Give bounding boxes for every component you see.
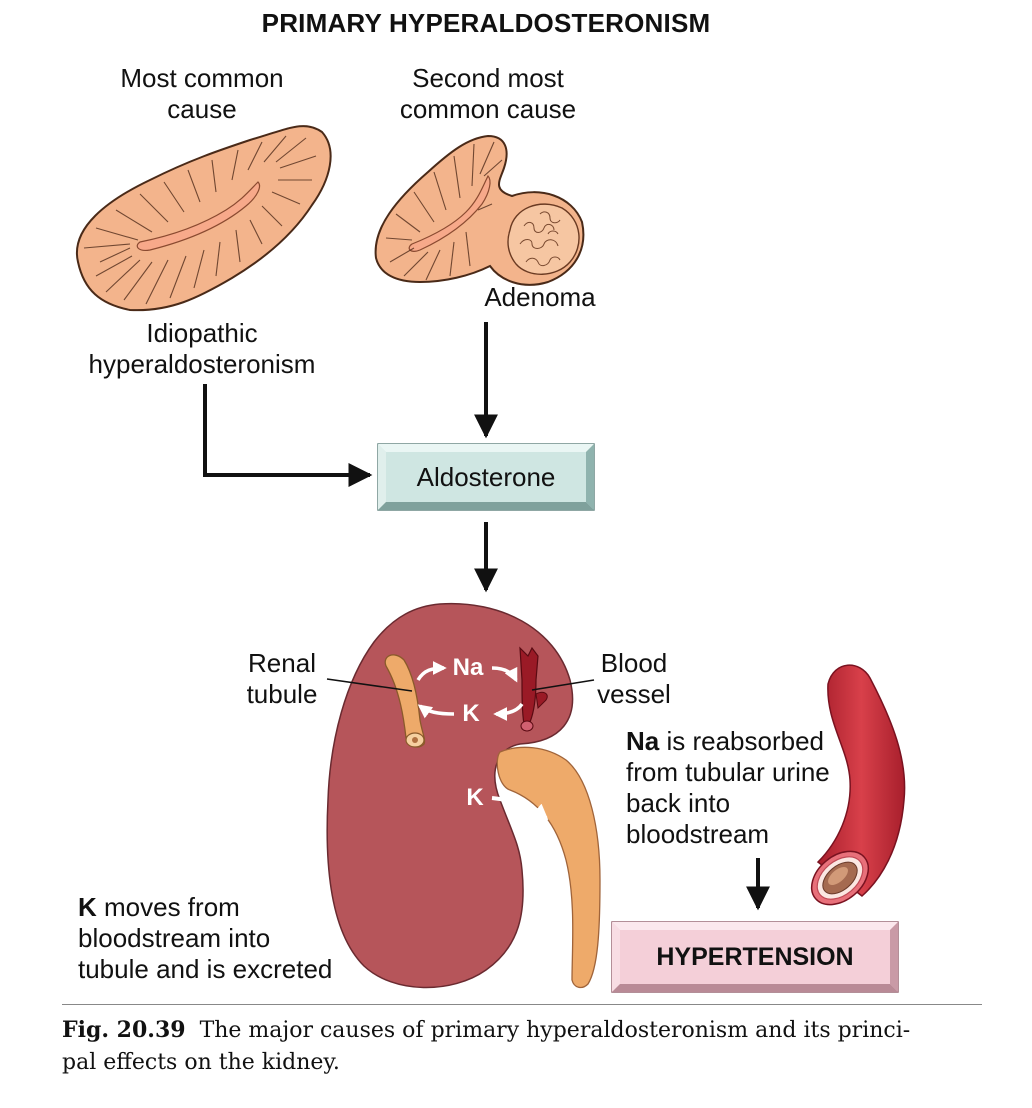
caption-line1: Fig. 20.39 The major causes of primary h… — [62, 1014, 982, 1047]
idiopathic-label-line2: hyperaldosteronism — [88, 349, 316, 379]
aldosterone-box: Aldosterone — [416, 461, 556, 492]
renal-tubule-label: Renal tubule — [232, 648, 332, 710]
k-note-text1: moves from — [96, 892, 240, 922]
idiopathic-to-aldosterone-arrow — [203, 384, 373, 487]
renal-tubule-label-line2: tubule — [246, 679, 318, 709]
na-note-line3: back into — [626, 788, 731, 818]
k-excretion-note: K moves from bloodstream into tubule and… — [78, 892, 378, 985]
renal-tubule-label-line1: Renal — [248, 648, 316, 678]
caption-text-line1: The major causes of primary hyperaldoste… — [199, 1018, 911, 1043]
blood-vessel-label-line1: Blood — [600, 648, 668, 678]
hypertension-box: HYPERTENSION — [656, 942, 854, 971]
blood-vessel-illustration — [810, 664, 906, 906]
k-note-line2: bloodstream into — [78, 923, 271, 953]
caption-divider — [62, 1004, 982, 1005]
most-common-cause-line2: cause — [167, 94, 237, 124]
kidney — [326, 602, 601, 989]
k-note-line1: K moves from — [78, 892, 378, 923]
na-exchange-label: Na — [452, 654, 484, 681]
k-note-line3: tubule and is excreted — [78, 954, 333, 984]
k-excretion-label: K — [466, 784, 484, 811]
adenoma-label: Adenoma — [484, 282, 596, 312]
second-common-cause-header: Second most common cause — [378, 63, 598, 125]
k-note-bold: K — [78, 892, 97, 922]
na-note-line2: from tubular urine — [626, 757, 830, 787]
idiopathic-adrenal-gland — [75, 125, 332, 312]
na-note-line1: Na is reabsorbed — [626, 726, 886, 757]
hypertension-box-shape — [611, 921, 899, 993]
second-common-cause-line1: Second most — [412, 63, 564, 93]
most-common-cause-header: Most common cause — [92, 63, 312, 125]
na-note-line4: bloodstream — [626, 819, 770, 849]
na-note-bold: Na — [626, 726, 660, 756]
most-common-cause-line1: Most common — [120, 63, 284, 93]
second-common-cause-line2: common cause — [399, 94, 577, 124]
idiopathic-label-line1: Idiopathic — [146, 318, 258, 348]
adenoma-adrenal-gland — [374, 134, 585, 286]
idiopathic-label: Idiopathic hyperaldosteronism — [52, 318, 352, 380]
na-note-text1: is reabsorbed — [659, 726, 825, 756]
aldosterone-box-shape — [377, 443, 595, 511]
caption-figure-number: Fig. 20.39 — [62, 1017, 186, 1043]
page-title: PRIMARY HYPERALDOSTERONISM — [261, 8, 711, 38]
k-exchange-label: K — [462, 700, 480, 727]
figure-caption: Fig. 20.39 The major causes of primary h… — [62, 1014, 982, 1079]
na-reabsorption-note: Na is reabsorbed from tubular urine back… — [626, 726, 886, 850]
blood-vessel-label: Blood vessel — [584, 648, 684, 710]
blood-vessel-label-line2: vessel — [597, 679, 671, 709]
caption-line2: pal effects on the kidney. — [62, 1050, 340, 1075]
